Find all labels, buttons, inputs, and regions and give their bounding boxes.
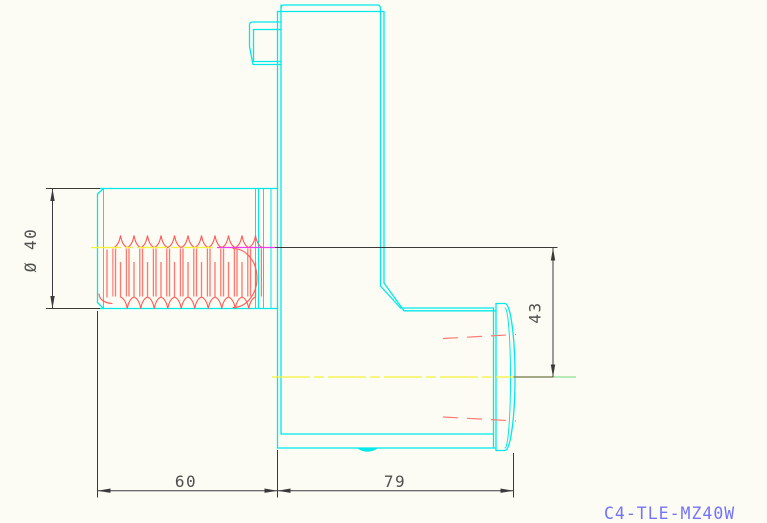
arrow-down: [50, 296, 55, 309]
shank-chamfer-bottom: [96, 301, 105, 310]
dimension-label-body-length: 79: [384, 472, 406, 491]
tab-inner-profile: [252, 28, 282, 63]
part-number-label: C4-TLE-MZ40W: [604, 504, 735, 523]
tab-outer-profile: [248, 21, 282, 66]
thread-crests-bottom: [119, 296, 257, 309]
dimension-arrows: [50, 188, 556, 493]
centerlines: [91, 246, 514, 378]
thread-left-runout: [98, 293, 113, 305]
dimension-label-offset: 43: [526, 301, 545, 323]
arrow-right: [264, 488, 278, 493]
body-chamfer-outer: [383, 282, 405, 312]
body-top-cap-edge: [283, 4, 382, 287]
dimension-lines: [46, 188, 558, 498]
body-chamfer-inner: [379, 285, 402, 309]
hidden-thread-lines: [442, 333, 517, 422]
arrow-right: [500, 488, 514, 493]
hidden-thread-upper: [442, 333, 517, 340]
thread-flanks: [112, 248, 264, 297]
body-top-cap-corner: [280, 4, 285, 9]
arrow-down: [550, 364, 556, 377]
dimension-label-shank-length: 60: [175, 472, 197, 491]
dimension-label-diameter: Ø 40: [21, 228, 40, 273]
bottom-lug: [357, 448, 378, 452]
hidden-thread-lower: [442, 416, 517, 422]
shank-chamfer-top: [96, 187, 105, 195]
thread-crests-top: [113, 235, 263, 249]
arrow-left: [277, 488, 291, 493]
arrow-up: [50, 188, 55, 201]
arrow-up: [550, 248, 556, 261]
arrow-left: [97, 488, 111, 493]
